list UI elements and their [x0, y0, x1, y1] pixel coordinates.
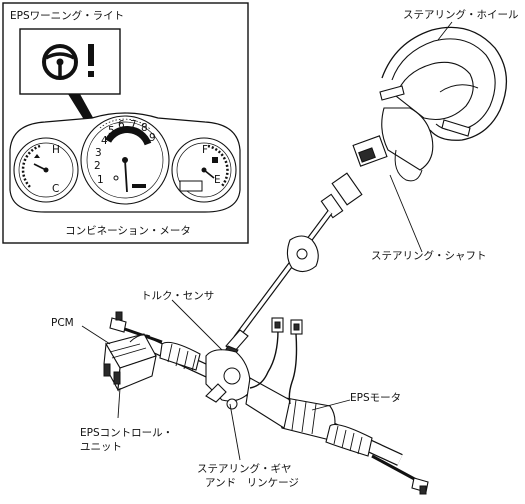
tach-tick-2: 2 — [94, 160, 101, 172]
eps-control-unit — [103, 333, 157, 392]
temperature-gauge: H C — [13, 137, 79, 203]
left-tie-rod — [109, 311, 163, 344]
eps-warning-light-icon — [19, 28, 121, 95]
steering-column — [320, 107, 471, 219]
label-torque-sensor: トルク・センサ — [141, 290, 214, 302]
tach-tick-5: 5 — [108, 125, 115, 137]
wiring-harness — [249, 317, 303, 405]
inset-caption: コンビネーション・メータ — [65, 225, 191, 237]
left-rack-boot — [159, 341, 201, 372]
label-steering-gear-line1: ステアリング・ギヤ — [197, 462, 292, 475]
tach-tick-3: 3 — [95, 147, 102, 159]
label-eps-control-unit-line2: ユニット — [80, 441, 122, 453]
gauge-cluster: H C 1 2 3 4 5 6 7 8 9 — [9, 112, 241, 213]
eps-motor-body — [245, 377, 336, 441]
label-steering-gear-line2: アンド リンケージ — [205, 477, 299, 489]
inset-title: EPSワーニング・ライト — [10, 9, 124, 22]
tach-tick-8: 8 — [141, 122, 148, 134]
right-rack-boot — [325, 423, 373, 457]
label-steering-shaft: ステアリング・シャフト — [371, 249, 487, 262]
fuel-gauge: F E — [171, 137, 237, 203]
combination-meter-inset: EPSワーニング・ライト H C — [2, 2, 249, 244]
right-tie-rod — [371, 454, 429, 495]
label-steering-wheel: ステアリング・ホイール — [403, 8, 519, 21]
temp-high-mark: H — [52, 144, 60, 156]
steering-shaft — [221, 210, 333, 361]
tach-tick-7: 7 — [130, 119, 137, 131]
fuel-empty-mark: E — [214, 174, 221, 186]
tach-tick-9: 9 — [149, 132, 156, 144]
tachometer-gauge: 1 2 3 4 5 6 7 8 9 — [80, 115, 170, 205]
steering-gear-rack — [109, 311, 429, 495]
tach-tick-1: 1 — [97, 174, 104, 186]
label-eps-control-unit-line1: EPSコントロール・ — [80, 427, 173, 439]
leader-lines — [81, 21, 453, 461]
label-pcm: PCM — [51, 317, 74, 329]
fuel-full-mark: F — [202, 144, 208, 156]
tach-tick-4: 4 — [101, 135, 108, 147]
label-eps-motor: EPSモータ — [350, 392, 401, 404]
temp-low-mark: C — [52, 183, 59, 195]
tach-tick-6: 6 — [118, 119, 125, 131]
